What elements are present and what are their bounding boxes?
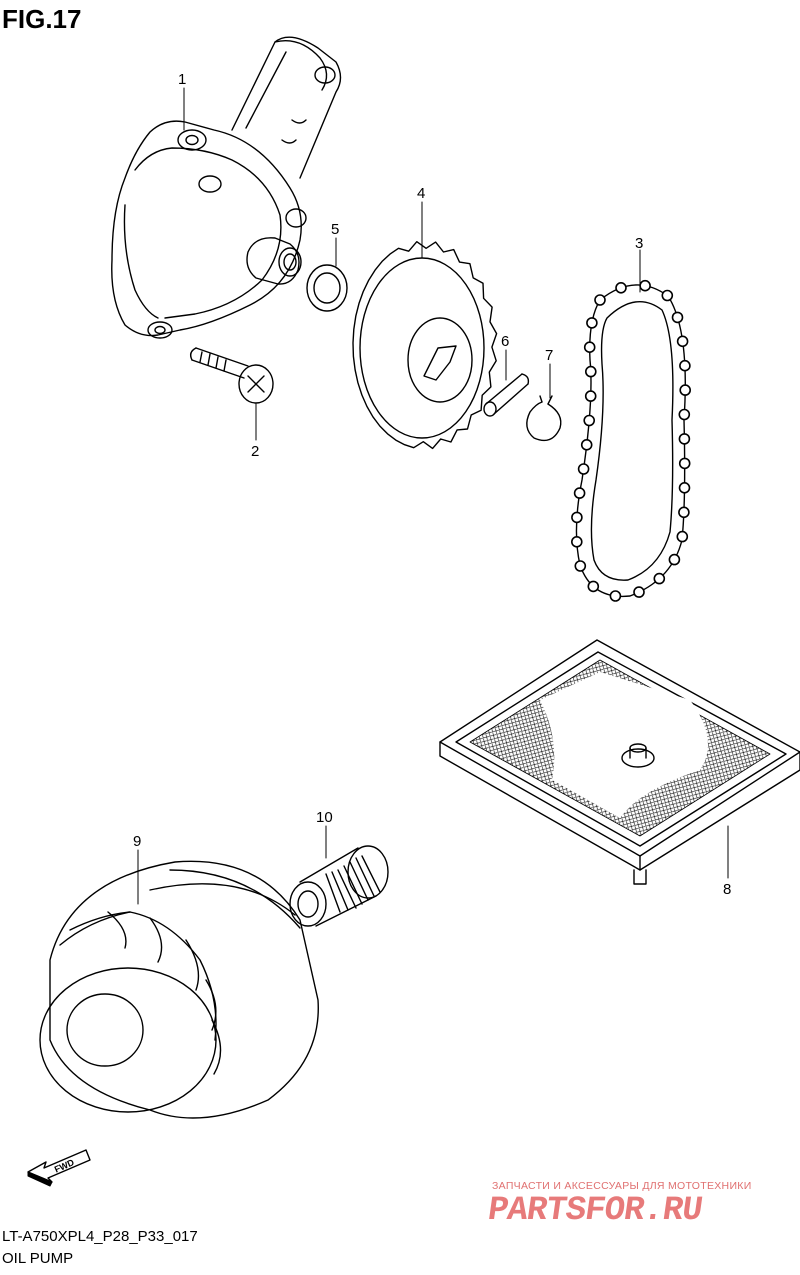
bolt[interactable] — [189, 347, 274, 404]
section-name: OIL PUMP — [2, 1250, 74, 1267]
chain-link — [676, 530, 689, 543]
callout-numbers: 1 2 3 4 5 6 7 8 9 10 — [133, 71, 731, 898]
chain-link — [661, 289, 674, 302]
chain-link — [583, 341, 596, 354]
chain-link — [639, 279, 651, 292]
watermark-brand: PARTSFOR.RU — [485, 1192, 705, 1230]
chain-link — [580, 438, 593, 451]
chain-link — [676, 335, 689, 348]
chain-link — [587, 580, 600, 593]
chain-link — [678, 408, 691, 421]
chain-link — [583, 414, 596, 427]
dowel-pin[interactable] — [483, 373, 530, 417]
model-code: LT-A750XPL4_P28_P33_017 — [2, 1228, 198, 1245]
callout-5: 5 — [331, 221, 339, 238]
callout-7: 7 — [545, 347, 553, 364]
chain-link — [586, 317, 598, 329]
chain-link — [584, 365, 597, 378]
fwd-label: FWD — [53, 1157, 76, 1175]
chain-link — [678, 506, 690, 519]
chain-link — [678, 433, 691, 445]
chain-link — [577, 463, 590, 475]
chain-link — [594, 294, 606, 306]
chain-link — [609, 590, 622, 602]
chain-link — [679, 359, 691, 372]
callout-8: 8 — [723, 881, 731, 898]
oil-filter[interactable] — [39, 860, 319, 1119]
callout-9: 9 — [133, 833, 141, 850]
chain-link — [633, 586, 645, 598]
figure-title: FIG.17 — [2, 4, 82, 34]
oil-pump-sprocket[interactable] — [352, 241, 498, 450]
chain-link — [573, 487, 586, 499]
circlip[interactable] — [526, 395, 562, 442]
oil-strainer[interactable] — [439, 639, 800, 885]
chain-link — [574, 560, 587, 572]
callout-4: 4 — [417, 185, 425, 202]
chain-link — [678, 457, 691, 470]
oil-pump-body[interactable] — [111, 36, 342, 339]
drive-chain[interactable] — [570, 279, 692, 602]
o-ring[interactable] — [306, 264, 348, 312]
chain-link — [615, 281, 627, 294]
callout-10: 10 — [316, 809, 333, 826]
oil-filter-union[interactable] — [289, 845, 389, 927]
fwd-arrow-icon: FWD — [27, 1149, 91, 1187]
callout-2: 2 — [251, 443, 259, 460]
chain-link — [678, 481, 691, 494]
chain-link — [668, 553, 681, 566]
chain-link — [671, 311, 684, 324]
watermark-tagline: ЗАПЧАСТИ И АКСЕССУАРЫ ДЛЯ МОТОТЕХНИКИ — [492, 1180, 752, 1192]
chain-link — [653, 572, 666, 585]
chain-link — [584, 390, 597, 402]
chain-link — [679, 384, 692, 396]
callout-3: 3 — [635, 235, 643, 252]
callout-1: 1 — [178, 71, 186, 88]
chain-link — [570, 535, 583, 548]
callout-6: 6 — [501, 333, 509, 350]
leader-lines — [137, 87, 729, 905]
chain-link — [571, 511, 583, 524]
